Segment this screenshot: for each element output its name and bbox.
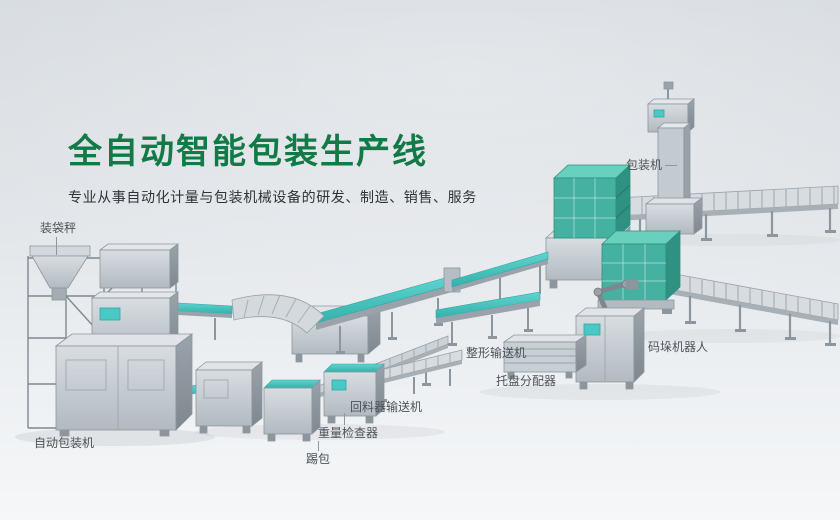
machine-label-shaping-conveyor: 整形输送机 (466, 346, 527, 360)
pallet-dispenser-machine (502, 334, 588, 379)
roller-table (371, 349, 463, 400)
machine-label-weight-checker: 重量检查器 (318, 426, 379, 440)
incline-belt-conveyors (315, 251, 549, 354)
leader-line-weight-checker (344, 413, 345, 425)
page-subtitle: 专业从事自动化计量与包装机械设备的研发、制造、销售、服务 (68, 189, 477, 205)
packing-machine-column (644, 81, 704, 235)
page-title: 全自动智能包装生产线 (68, 133, 428, 171)
machine-label-pallet-dispenser: 托盘分配器 (496, 374, 557, 388)
checkweigher-line (175, 361, 385, 442)
machine-label-kick-bag: 踢包 (306, 452, 331, 466)
machine-label-auto-packing-machine: 自动包装机 (34, 436, 95, 450)
bag-stack-pallet (597, 230, 682, 314)
leader-line-kick-bag (318, 441, 319, 451)
leader-line-bagging-scale (56, 237, 57, 255)
leader-line-packing-machine (665, 165, 677, 166)
machine-label-palletizing-robot: 码垛机器人 (648, 340, 709, 354)
machine-label-return-feeder-conveyor: 回料器输送机 (350, 400, 423, 414)
shaping-conveyor-machine (435, 291, 541, 346)
roller-conveyor-lower-right (663, 271, 839, 346)
shadow-layer (15, 234, 840, 446)
machine-label-bagging-scale: 装袋秤 (40, 221, 77, 235)
machine-label-packing-machine: 包装机 (626, 158, 663, 172)
bagging-tower (27, 243, 194, 437)
